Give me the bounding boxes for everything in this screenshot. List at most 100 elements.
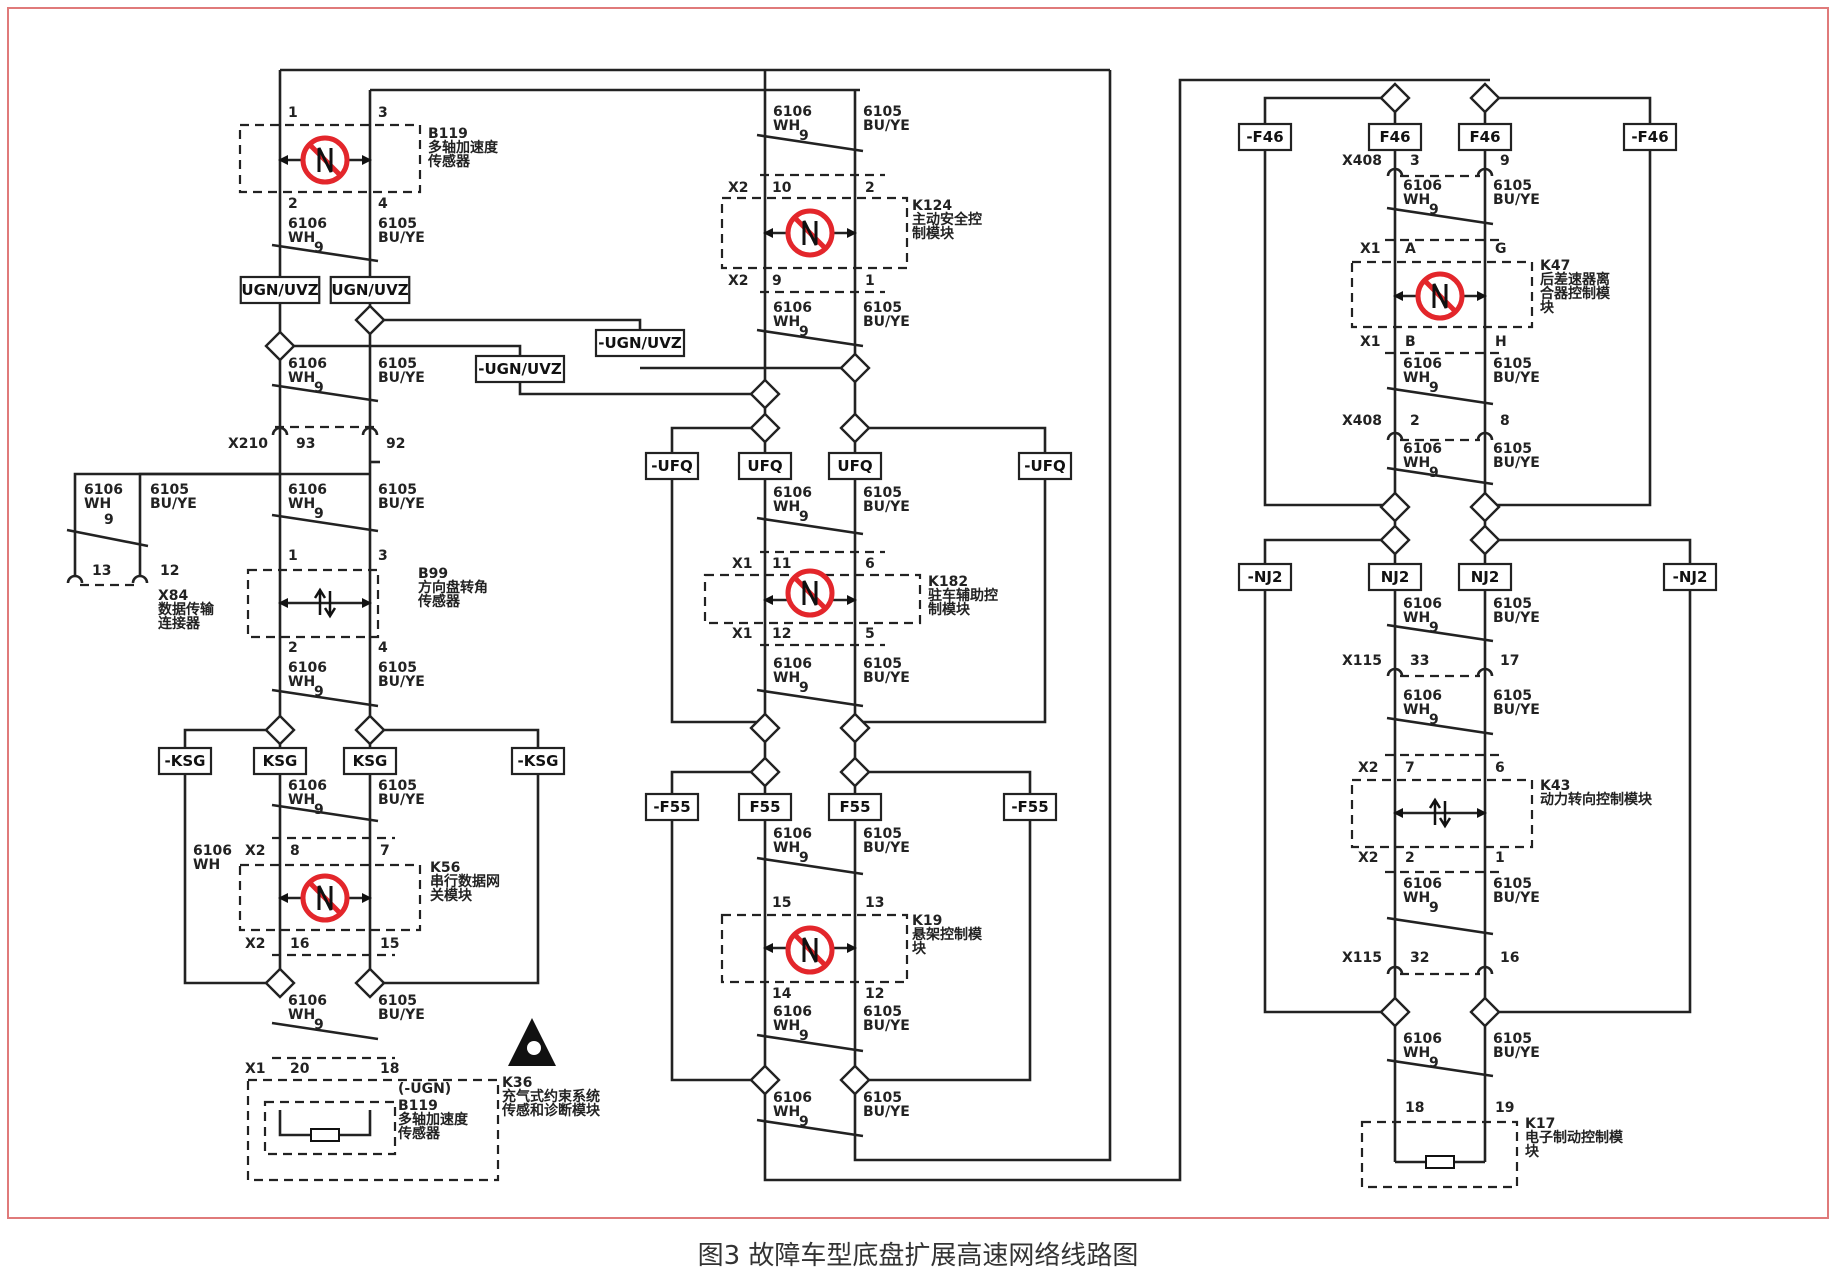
b99-outline	[246, 568, 380, 639]
bus-arrow-right	[847, 943, 857, 953]
module-code: K182	[928, 574, 968, 590]
connector-box-frame	[644, 792, 700, 822]
module-name: 后差速器离	[1540, 271, 1610, 288]
pin: 4	[378, 640, 388, 656]
connector-box-label: -UFQ	[651, 457, 692, 475]
wire-x84-buye-2	[138, 472, 370, 575]
no-termination-icon	[1415, 271, 1465, 321]
connector-ksg: KSG	[252, 746, 308, 776]
wire-color-wh: WH	[773, 1104, 800, 1120]
b119-sub-outline	[263, 1100, 397, 1156]
module-code: K36	[502, 1075, 532, 1091]
connector-neg-nj2: -NJ2	[1237, 562, 1293, 592]
no-termination-icon	[785, 208, 835, 258]
module-name: 制模块	[912, 225, 955, 242]
twist-marker	[756, 133, 864, 153]
connector-neg-f46: -F46	[1622, 122, 1678, 152]
connector-box-label: -KSG	[518, 752, 559, 770]
terminal	[1386, 965, 1404, 975]
k56-outline	[238, 863, 422, 932]
pin: 11	[772, 556, 791, 572]
wire-color-wh: WH	[773, 840, 800, 856]
connector-ufq: UFQ	[737, 451, 793, 481]
splice	[1469, 491, 1501, 523]
module-name: 动力转向控制模块	[1540, 791, 1653, 808]
module-name: 多轴加速度	[428, 139, 499, 156]
module-name: 悬架控制模	[911, 926, 983, 943]
module-name: 方向盘转角	[418, 579, 488, 596]
connector-neg-f55: -F55	[1002, 792, 1058, 822]
twist-marker	[1386, 623, 1494, 643]
pin: 8	[1500, 413, 1510, 429]
splice	[1469, 82, 1501, 114]
wire-color-wh: WH	[288, 792, 315, 808]
connector-code: X115	[1342, 653, 1382, 669]
wire-number-6106: 6106	[1403, 688, 1442, 704]
pin: 2	[1410, 413, 1420, 429]
no-termination-icon	[785, 568, 835, 618]
wire-number-6106: 6106	[288, 216, 327, 232]
splice	[1379, 491, 1411, 523]
connector-box-label: KSG	[263, 752, 298, 770]
terminal	[1386, 167, 1404, 177]
pin: 15	[772, 895, 791, 911]
connector-neg-ugn-uvz: -UGN/UVZ	[594, 328, 686, 358]
connector-code: X2	[245, 843, 266, 859]
twist-count: 9	[799, 1028, 809, 1044]
wire-number-6106: 6106	[288, 778, 327, 794]
twist-count: 9	[799, 509, 809, 525]
wire-number-6105: 6105	[1493, 1031, 1532, 1047]
terminal	[361, 426, 379, 436]
connector-box-frame	[827, 451, 883, 481]
terminal	[1476, 965, 1494, 975]
wire-number-6105: 6105	[863, 1090, 902, 1106]
airbag-warning-icon	[508, 1018, 556, 1066]
pin: 6	[865, 556, 875, 572]
wire-color-wh: WH	[773, 314, 800, 330]
module-code: K47	[1540, 258, 1570, 274]
pin: 2	[1405, 850, 1415, 866]
module-name: 串行数据网	[430, 873, 500, 890]
pin: 92	[386, 436, 405, 452]
pin: 2	[865, 180, 875, 196]
bus-arrow-right	[847, 595, 857, 605]
pin: 8	[290, 843, 300, 859]
no-term-n	[317, 147, 333, 173]
wire-number-6105: 6105	[378, 778, 417, 794]
connector-box-frame	[1662, 562, 1718, 592]
splice	[749, 1064, 781, 1096]
connector-box-frame	[157, 746, 213, 776]
twist-marker	[271, 803, 379, 823]
splice	[354, 304, 386, 336]
wire-number-6106: 6106	[288, 482, 327, 498]
module-name: 合器控制模	[1540, 285, 1611, 302]
pin: 7	[380, 843, 390, 859]
wire-number-6105: 6105	[863, 300, 902, 316]
arrow-up	[1428, 797, 1442, 825]
airbag-circle	[527, 1041, 541, 1055]
connector-box-label: F46	[1379, 128, 1410, 146]
bus-arrow-left	[278, 598, 288, 608]
wire-number-6105: 6105	[1493, 596, 1532, 612]
pin: 20	[290, 1061, 310, 1077]
arrow-down	[323, 591, 337, 619]
wire-number-6105: 6105	[378, 216, 417, 232]
module-code: X84	[158, 588, 189, 604]
module-code: B119	[428, 126, 468, 142]
connector-box-label: F46	[1469, 128, 1500, 146]
connector-ugn-uvz: UGN/UVZ	[239, 275, 321, 305]
connector-code: X1	[1360, 334, 1381, 350]
connector-box-frame	[1457, 122, 1513, 152]
splice	[1379, 82, 1411, 114]
wire-color-wh: WH	[1403, 890, 1430, 906]
twist-marker	[756, 688, 864, 708]
connector-code: X1	[732, 556, 753, 572]
connector-neg-ugn-uvz: -UGN/UVZ	[474, 354, 566, 384]
pin: 13	[865, 895, 884, 911]
connector-box-frame	[252, 746, 308, 776]
connector-box-frame	[510, 746, 566, 776]
k36-outline	[246, 1078, 500, 1182]
module-code: K56	[430, 860, 460, 876]
twist-count: 9	[799, 128, 809, 144]
twist-marker	[756, 856, 864, 876]
